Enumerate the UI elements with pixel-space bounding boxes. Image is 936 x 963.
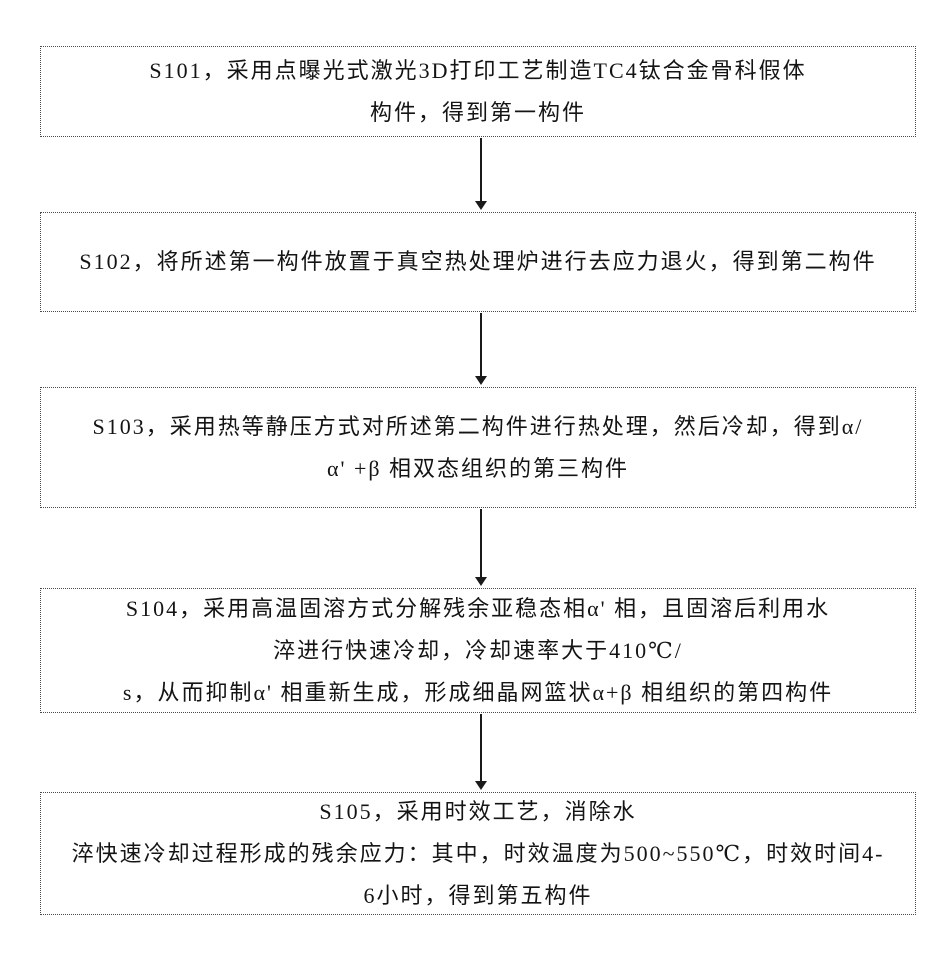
step-s105-line-1: S105，采用时效工艺，消除水	[319, 798, 637, 824]
step-s105-line-3: 6小时，得到第五构件	[363, 882, 593, 908]
step-box-s105: S105，采用时效工艺，消除水 淬快速冷却过程形成的残余应力：其中，时效温度为5…	[40, 792, 916, 915]
step-box-s103: S103，采用热等静压方式对所述第二构件进行热处理，然后冷却，得到α/ α' +…	[40, 387, 916, 508]
arrow-shaft	[480, 509, 482, 577]
flow-arrow-1-down-icon	[474, 138, 488, 210]
step-s101-line-1: S101，采用点曝光式激光3D打印工艺制造TC4钛合金骨科假体	[149, 57, 807, 83]
step-s104-line-2: 淬进行快速冷却，冷却速率大于410℃/	[273, 637, 683, 663]
step-box-s101: S101，采用点曝光式激光3D打印工艺制造TC4钛合金骨科假体 构件，得到第一构…	[40, 46, 916, 137]
arrow-shaft	[480, 138, 482, 201]
step-s104-line-3: s，从而抑制α' 相重新生成，形成细晶网篮状α+β 相组织的第四构件	[122, 679, 834, 705]
flow-arrow-3-down-icon	[474, 509, 488, 586]
flow-arrow-4-down-icon	[474, 714, 488, 790]
step-s105-line-2: 淬快速冷却过程形成的残余应力：其中，时效温度为500~550℃，时效时间4-	[71, 840, 885, 866]
flow-arrow-2-down-icon	[474, 313, 488, 385]
arrow-head	[475, 577, 487, 586]
arrow-head	[475, 781, 487, 790]
arrow-head	[475, 201, 487, 210]
step-box-s104: S104，采用高温固溶方式分解残余亚稳态相α' 相，且固溶后利用水 淬进行快速冷…	[40, 588, 916, 713]
step-s101-line-2: 构件，得到第一构件	[369, 99, 586, 125]
step-s103-line-2: α' +β 相双态组织的第三构件	[326, 455, 630, 481]
arrow-shaft	[480, 313, 482, 376]
step-s103-line-1: S103，采用热等静压方式对所述第二构件进行热处理，然后冷却，得到α/	[92, 413, 864, 439]
arrow-head	[475, 376, 487, 385]
step-s102-line-1: S102，将所述第一构件放置于真空热处理炉进行去应力退火，得到第二构件	[79, 249, 877, 274]
step-box-s102: S102，将所述第一构件放置于真空热处理炉进行去应力退火，得到第二构件	[40, 212, 916, 312]
step-s104-line-1: S104，采用高温固溶方式分解残余亚稳态相α' 相，且固溶后利用水	[125, 595, 831, 621]
arrow-shaft	[480, 714, 482, 781]
